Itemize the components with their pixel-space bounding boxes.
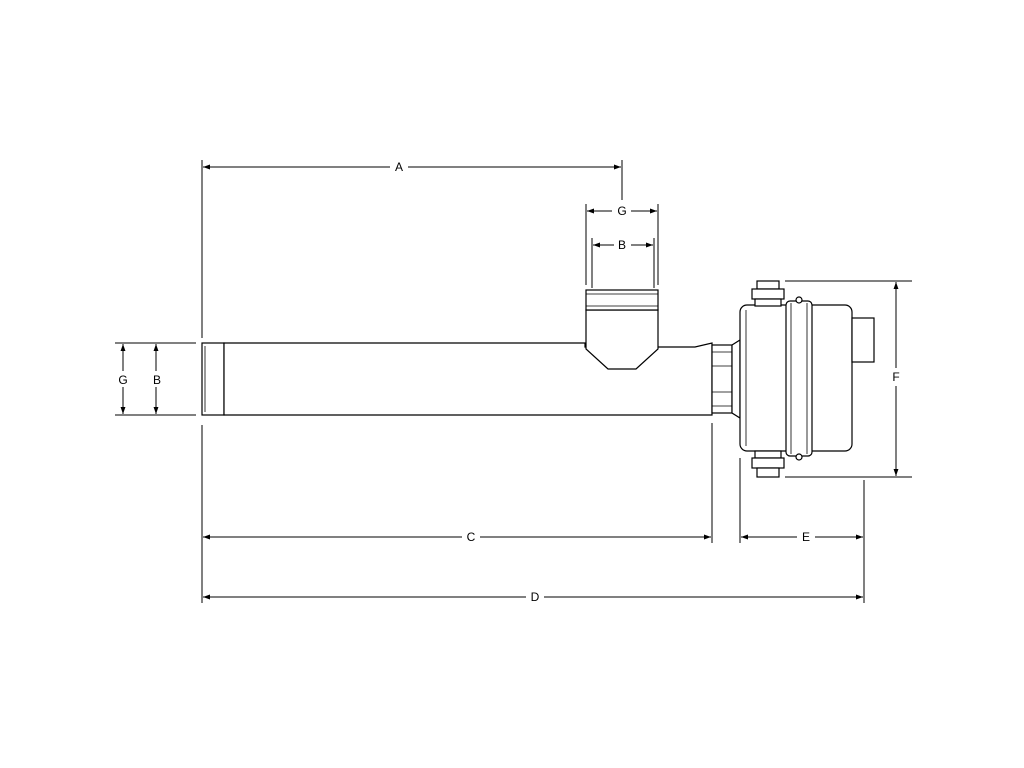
enclosure-band xyxy=(785,300,813,457)
dimension-label-d: D xyxy=(531,590,540,604)
dimension-label-c: C xyxy=(467,530,476,544)
main-pipe xyxy=(223,342,713,416)
dimension-lines xyxy=(120,164,899,600)
top-fitting xyxy=(756,280,780,290)
dimension-label-a: A xyxy=(395,160,403,174)
dimension-label-b-left: B xyxy=(153,373,161,387)
extension-lines xyxy=(115,160,912,603)
dimension-label-e: E xyxy=(802,530,810,544)
dimension-label-b-top: B xyxy=(618,238,626,252)
outlet-flange xyxy=(585,289,659,311)
hex-fitting xyxy=(711,344,733,414)
bottom-fitting xyxy=(754,450,782,459)
heater-body xyxy=(201,280,875,478)
conduit-box xyxy=(851,317,875,363)
dimension-label-g-top: G xyxy=(617,204,626,218)
dimension-label-f: F xyxy=(892,370,899,384)
dimension-label-g-left: G xyxy=(118,373,127,387)
